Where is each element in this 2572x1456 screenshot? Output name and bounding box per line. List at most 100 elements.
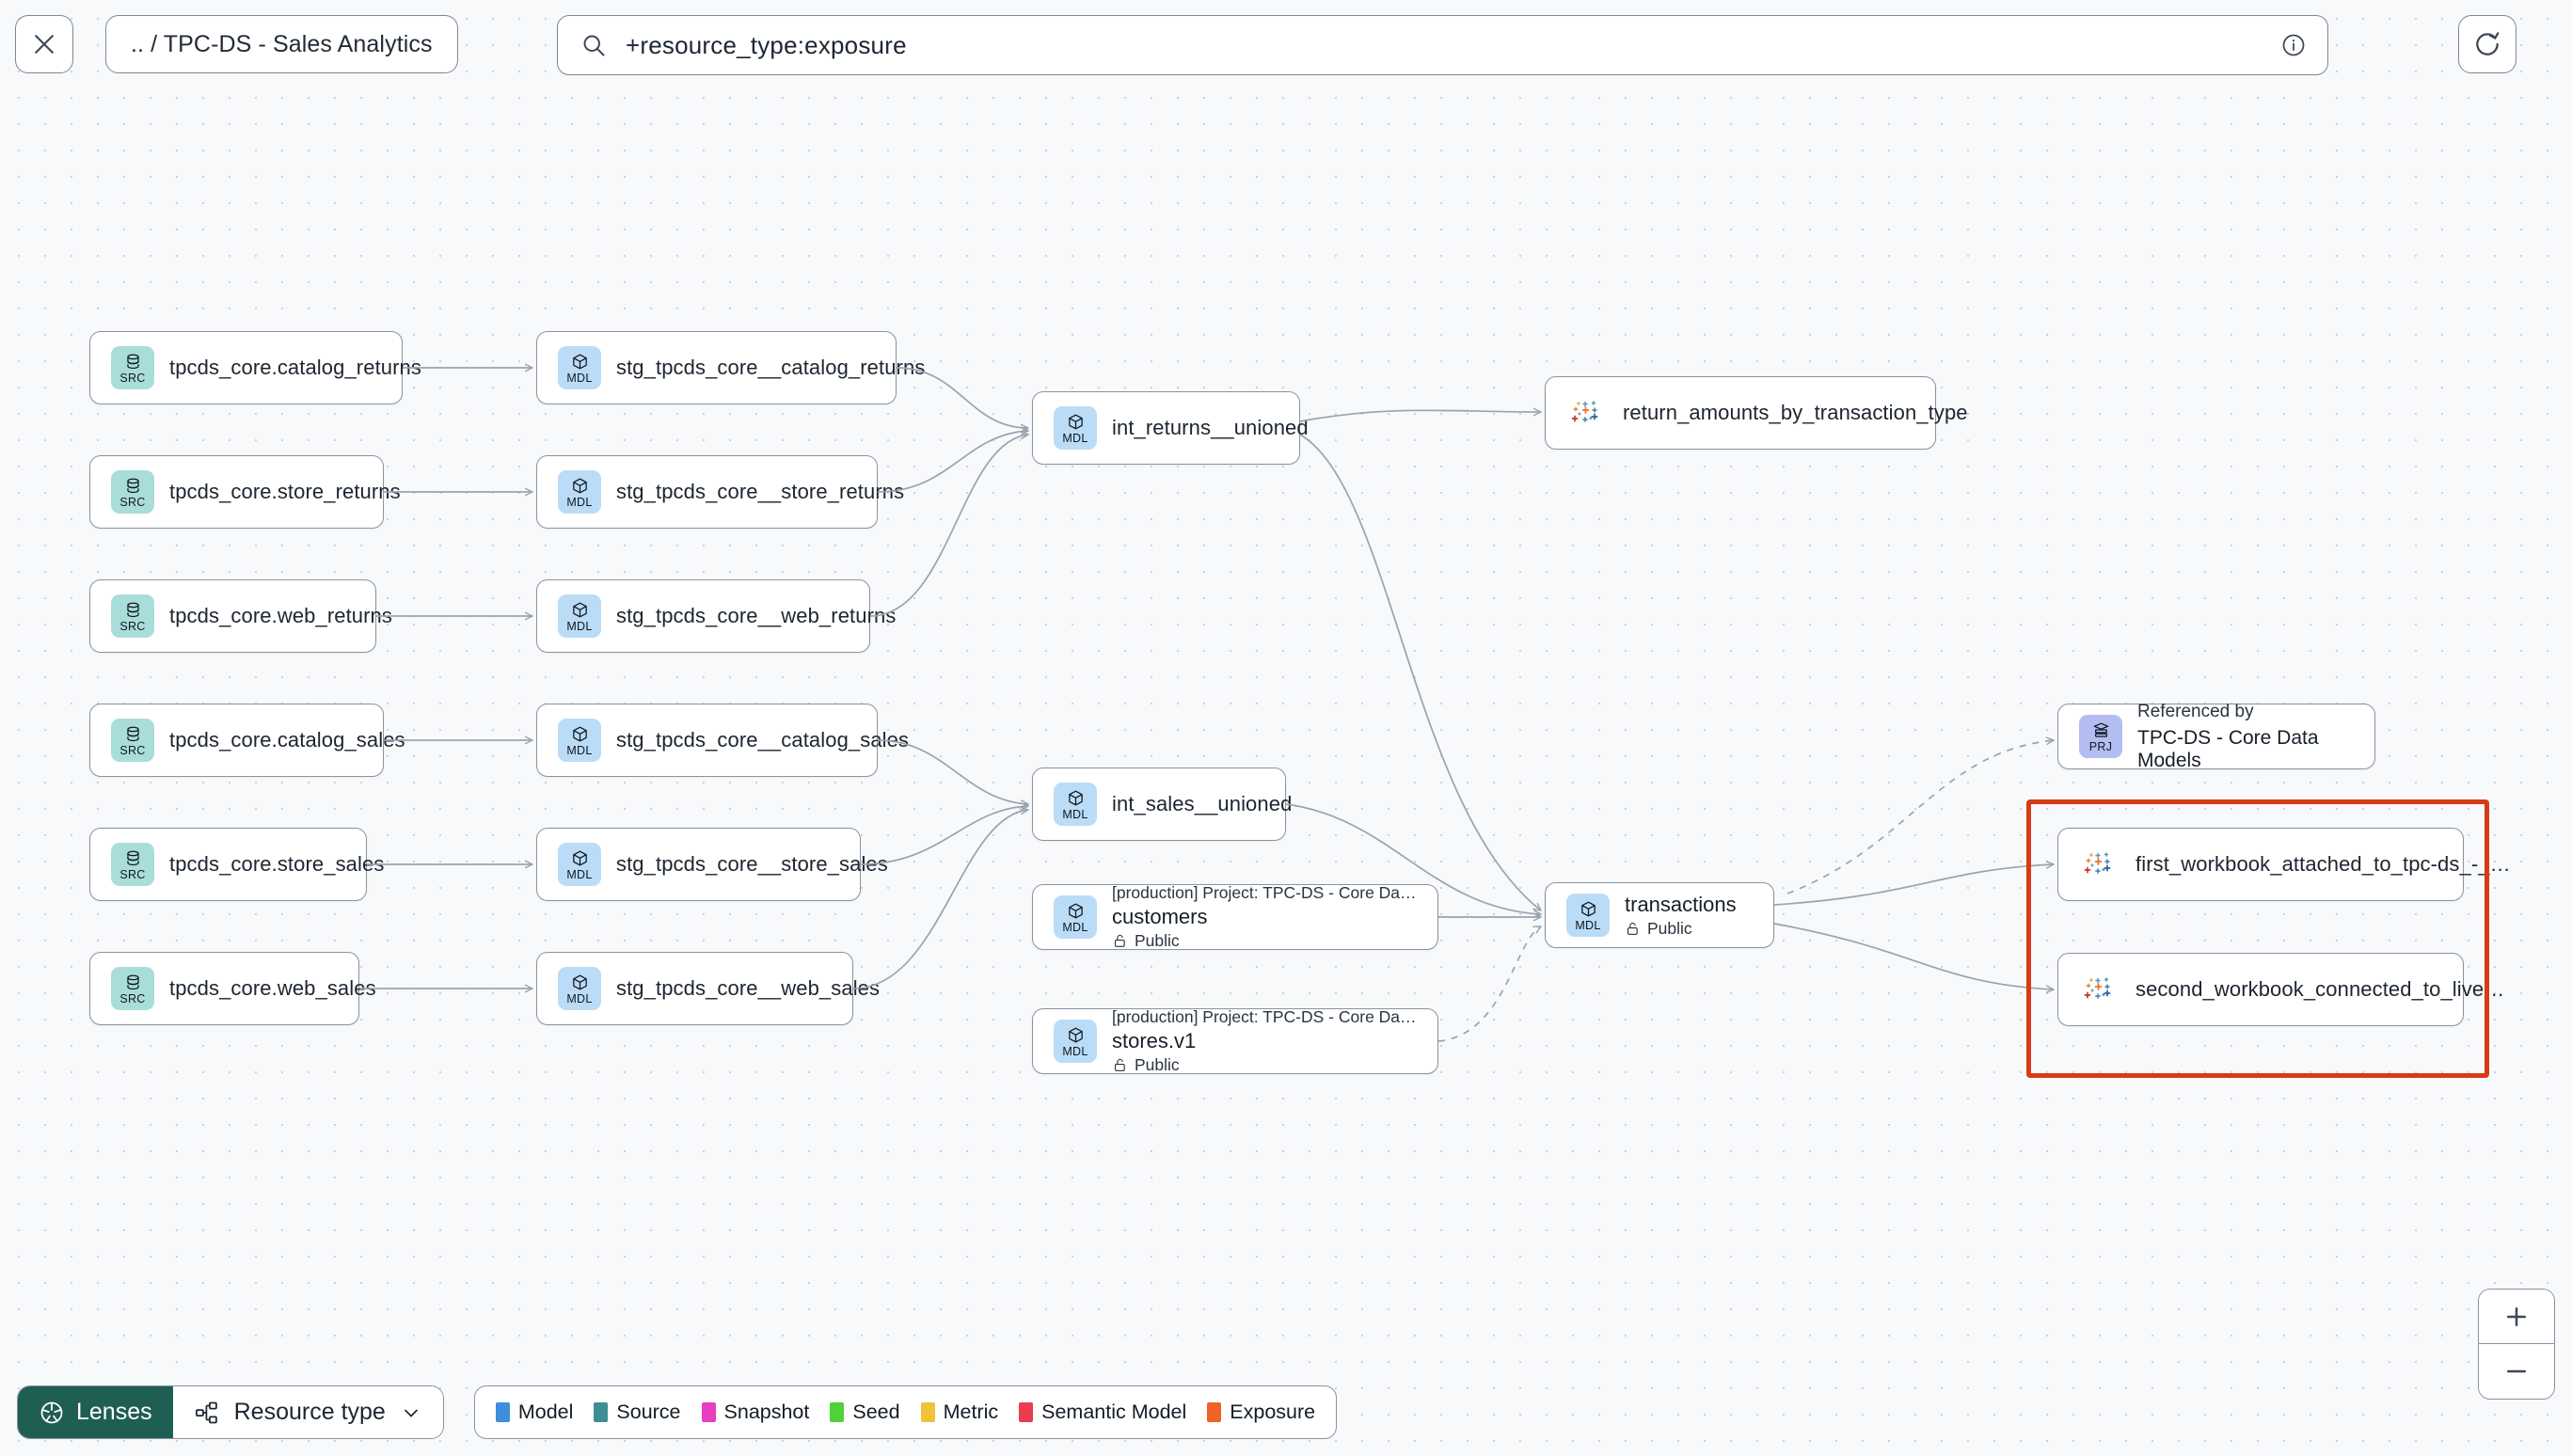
legend-label: Snapshot	[723, 1401, 810, 1423]
legend-label: Seed	[852, 1401, 900, 1423]
breadcrumb[interactable]: .. / TPC-DS - Sales Analytics	[105, 15, 458, 73]
mdl-badge-icon: MDL	[558, 346, 601, 389]
close-icon	[35, 35, 54, 54]
mdl-badge-icon: MDL	[1054, 783, 1097, 826]
search-bar[interactable]: +resource_type:exposure	[557, 15, 2328, 75]
mdl-badge-icon: MDL	[558, 594, 601, 638]
legend-item-source[interactable]: Source	[594, 1401, 681, 1424]
plus-icon	[2507, 1306, 2526, 1326]
node-label: return_amounts_by_transaction_type	[1623, 401, 1968, 424]
src-badge-icon: SRC	[111, 967, 154, 1010]
graph-node-model[interactable]: MDL int_sales__unioned	[1032, 768, 1292, 841]
refresh-button[interactable]	[2458, 15, 2516, 73]
node-label: stg_tpcds_core__store_sales	[616, 852, 888, 876]
graph-node-model[interactable]: MDL stg_tpcds_core__catalog_sales	[536, 704, 909, 777]
node-project-label: [production] Project: TPC-DS - Core Data…	[1112, 883, 1417, 902]
legend-swatch	[1019, 1402, 1034, 1422]
graph-node-transactions[interactable]: MDL transactions Public	[1545, 882, 1774, 948]
src-badge-icon: SRC	[111, 594, 154, 638]
graph-node-model[interactable]: MDL stg_tpcds_core__catalog_returns	[536, 331, 925, 404]
node-label: int_returns__unioned	[1112, 416, 1309, 439]
node-label: second_workbook_connected_to_live…	[2135, 977, 2505, 1001]
legend-label: Metric	[943, 1401, 999, 1423]
graph-node-model[interactable]: MDL stg_tpcds_core__store_sales	[536, 828, 888, 901]
graph-node-project-reference[interactable]: PRJ Referenced by TPC-DS - Core Data Mod…	[2057, 702, 2375, 771]
info-icon[interactable]	[2280, 32, 2307, 58]
legend-item-model[interactable]: Model	[495, 1401, 574, 1424]
graph-node-exposure[interactable]: second_workbook_connected_to_live…	[2057, 953, 2504, 1026]
close-button[interactable]	[15, 15, 73, 73]
mdl-badge-icon: MDL	[558, 967, 601, 1010]
legend-swatch	[1207, 1402, 1222, 1422]
prj-badge-icon: PRJ	[2079, 715, 2122, 758]
legend-label: Model	[517, 1401, 574, 1423]
mdl-badge-icon: MDL	[1054, 895, 1097, 939]
mdl-badge-icon: MDL	[558, 719, 601, 762]
minus-icon	[2507, 1369, 2526, 1373]
graph-node-exposure[interactable]: first_workbook_attached_to_tpc-ds_-_…	[2057, 828, 2511, 901]
tableau-icon	[2079, 846, 2117, 883]
node-access-label: Public	[1135, 931, 1180, 950]
node-access-label: Public	[1647, 918, 1692, 938]
legend-item-metric[interactable]: Metric	[920, 1401, 999, 1424]
legend-item-exposure[interactable]: Exposure	[1207, 1401, 1315, 1424]
mdl-badge-icon: MDL	[1566, 894, 1610, 937]
resource-type-label: Resource type	[233, 1399, 386, 1425]
node-project-label: [production] Project: TPC-DS - Core Data…	[1112, 1007, 1417, 1026]
legend-swatch	[594, 1402, 609, 1422]
legend-item-semantic-model[interactable]: Semantic Model	[1019, 1401, 1186, 1424]
node-label: tpcds_core.catalog_returns	[169, 356, 421, 379]
lens-group: Lenses Resource type	[17, 1385, 444, 1439]
node-label: tpcds_core.web_returns	[169, 604, 392, 627]
unlock-icon	[1112, 933, 1128, 949]
legend-label: Source	[616, 1401, 681, 1423]
node-access-badge: Public	[1112, 1055, 1417, 1075]
mdl-badge-icon: MDL	[1054, 406, 1097, 450]
legend-label: Exposure	[1230, 1401, 1316, 1423]
hierarchy-icon	[194, 1400, 220, 1426]
node-label: int_sales__unioned	[1112, 792, 1293, 815]
lenses-label: Lenses	[76, 1399, 152, 1425]
legend-item-seed[interactable]: Seed	[830, 1401, 900, 1424]
node-access-label: Public	[1135, 1055, 1180, 1074]
mdl-badge-icon: MDL	[558, 470, 601, 514]
graph-node-source[interactable]: SRC tpcds_core.web_sales	[89, 952, 376, 1025]
search-icon	[580, 32, 607, 58]
node-label: stg_tpcds_core__catalog_returns	[616, 356, 926, 379]
zoom-out-button[interactable]	[2479, 1344, 2554, 1399]
bottom-controls: Lenses Resource type Model Source Snapsh…	[17, 1385, 1338, 1439]
graph-node-model[interactable]: MDL int_returns__unioned	[1032, 391, 1309, 465]
legend-swatch	[830, 1402, 845, 1422]
refresh-icon	[2476, 32, 2500, 55]
top-toolbar: .. / TPC-DS - Sales Analytics +resource_…	[0, 0, 2572, 109]
resource-type-legend: Model Source Snapshot Seed Metric Semant…	[473, 1385, 1338, 1439]
node-label: stg_tpcds_core__catalog_sales	[616, 728, 910, 752]
src-badge-icon: SRC	[111, 346, 154, 389]
node-label: tpcds_core.store_returns	[169, 480, 401, 503]
chevron-down-icon	[400, 1401, 422, 1424]
graph-node-model-contract[interactable]: MDL [production] Project: TPC-DS - Core …	[1032, 1007, 1438, 1075]
graph-node-source[interactable]: SRC tpcds_core.web_returns	[89, 579, 392, 653]
legend-swatch	[920, 1402, 935, 1422]
node-label: customers	[1112, 905, 1208, 928]
zoom-in-button[interactable]	[2479, 1290, 2554, 1344]
search-input-value[interactable]: +resource_type:exposure	[626, 30, 907, 59]
node-label: tpcds_core.web_sales	[169, 976, 376, 1000]
lenses-button[interactable]: Lenses	[18, 1386, 173, 1438]
node-label: first_workbook_attached_to_tpc-ds_-_…	[2135, 852, 2511, 876]
legend-item-snapshot[interactable]: Snapshot	[701, 1401, 810, 1424]
node-access-badge: Public	[1625, 919, 1737, 939]
mdl-badge-icon: MDL	[558, 843, 601, 886]
graph-node-source[interactable]: SRC tpcds_core.catalog_returns	[89, 331, 421, 404]
node-access-badge: Public	[1112, 931, 1417, 951]
graph-node-model-contract[interactable]: MDL [production] Project: TPC-DS - Core …	[1032, 883, 1438, 951]
graph-node-exposure[interactable]: return_amounts_by_transaction_type	[1545, 376, 1968, 450]
resource-type-dropdown[interactable]: Resource type	[172, 1386, 443, 1438]
